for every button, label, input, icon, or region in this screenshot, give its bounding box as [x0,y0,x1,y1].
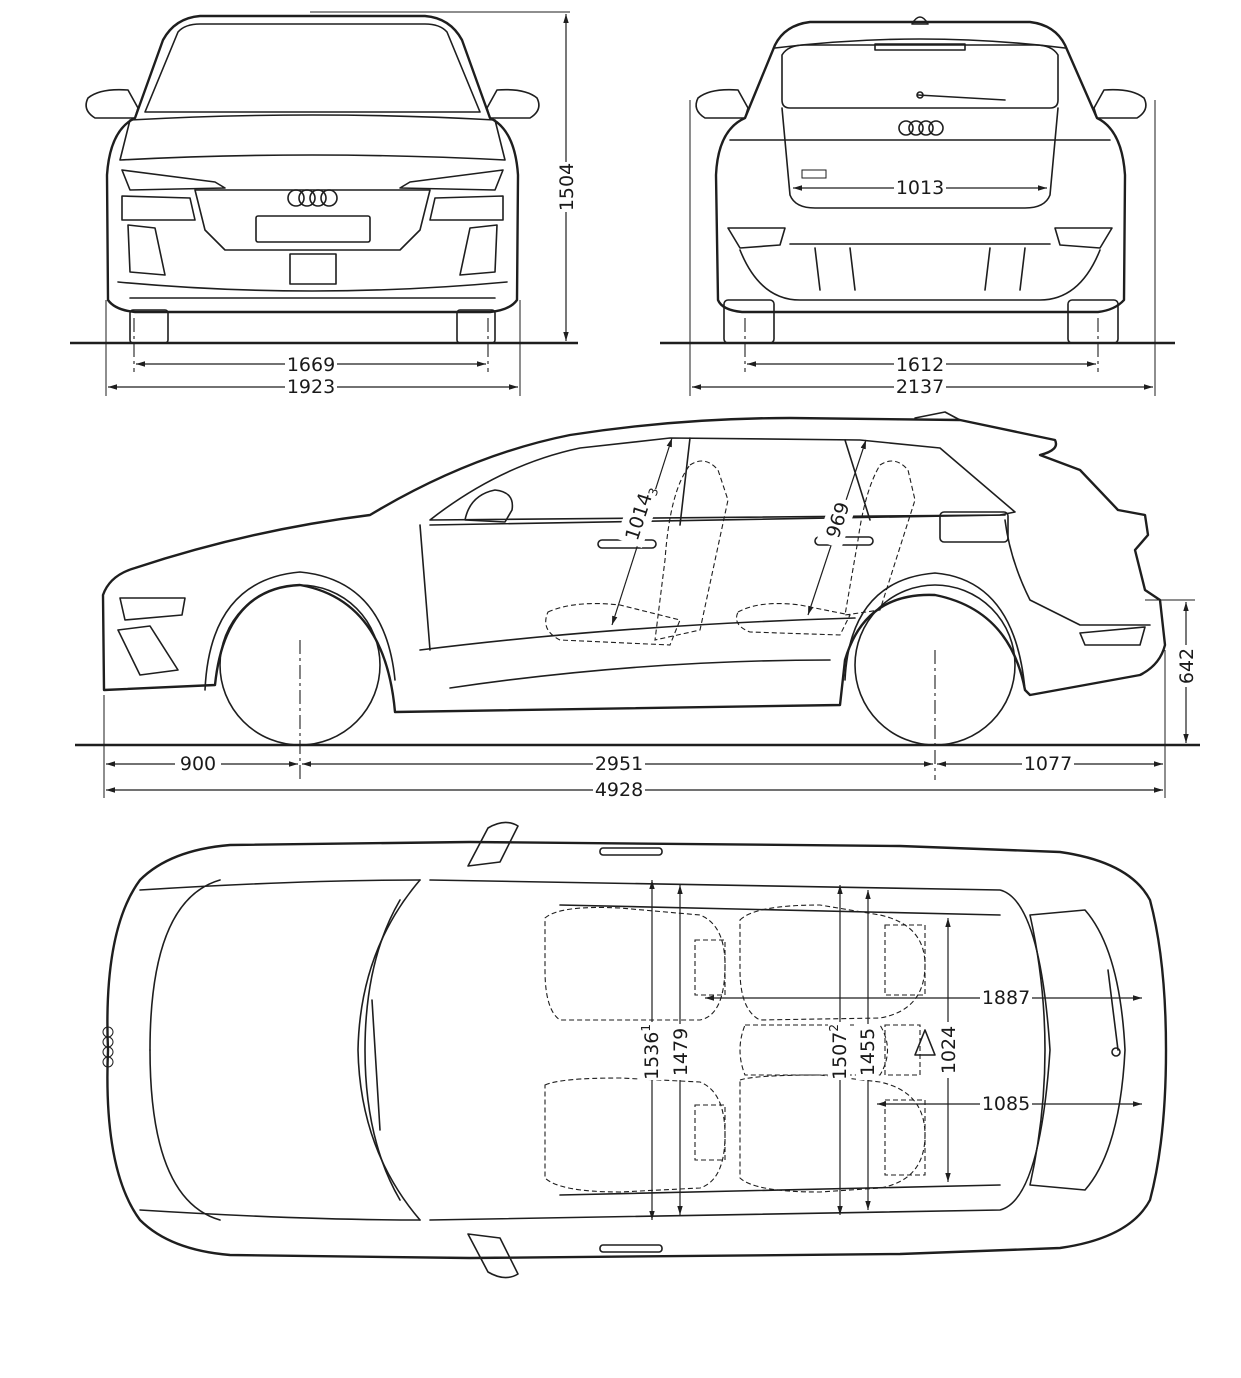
four-rings-logo [287,189,338,207]
cargo-length-front-label: 1887 [982,987,1030,1009]
rear-track-label: 1612 [896,354,944,376]
rear-headroom-label: 969 [822,500,854,541]
top-four-rings-logo [102,1026,114,1068]
right-mirror [486,88,540,119]
length-label: 4928 [595,779,643,801]
cargo-width-label: 1024 [938,1026,960,1074]
rear-four-rings-logo [898,120,944,136]
rear-overhang-label: 1077 [1024,753,1072,775]
rear-view: 1013 1612 2137 [660,16,1175,398]
left-mirror [85,88,139,119]
front-width-label: 1923 [287,376,335,398]
rear-width-label: 2137 [896,376,944,398]
front-height-label: 1504 [556,163,578,211]
side-view: 10143 969 642 900 2951 1077 4928 [75,411,1200,801]
cargo-length-label: 1085 [982,1093,1030,1115]
rear-shoulder-width-label: 15072 [827,1024,851,1080]
front-overhang-label: 900 [180,753,216,775]
front-elbow-width-label: 1479 [670,1028,692,1076]
wheelbase-label: 2951 [595,753,643,775]
loading-sill-height-label: 642 [1176,648,1198,684]
front-view: 1504 1669 1923 [70,11,578,398]
front-shoulder-width-label: 15361 [639,1024,663,1080]
rear-model-badge [801,169,827,179]
top-view: 15361 1479 15072 1455 1024 1887 1085 [102,821,1168,1279]
rear-elbow-width-label: 1455 [857,1028,879,1076]
trunk-opening-width-label: 1013 [896,177,944,199]
front-track-label: 1669 [287,354,335,376]
